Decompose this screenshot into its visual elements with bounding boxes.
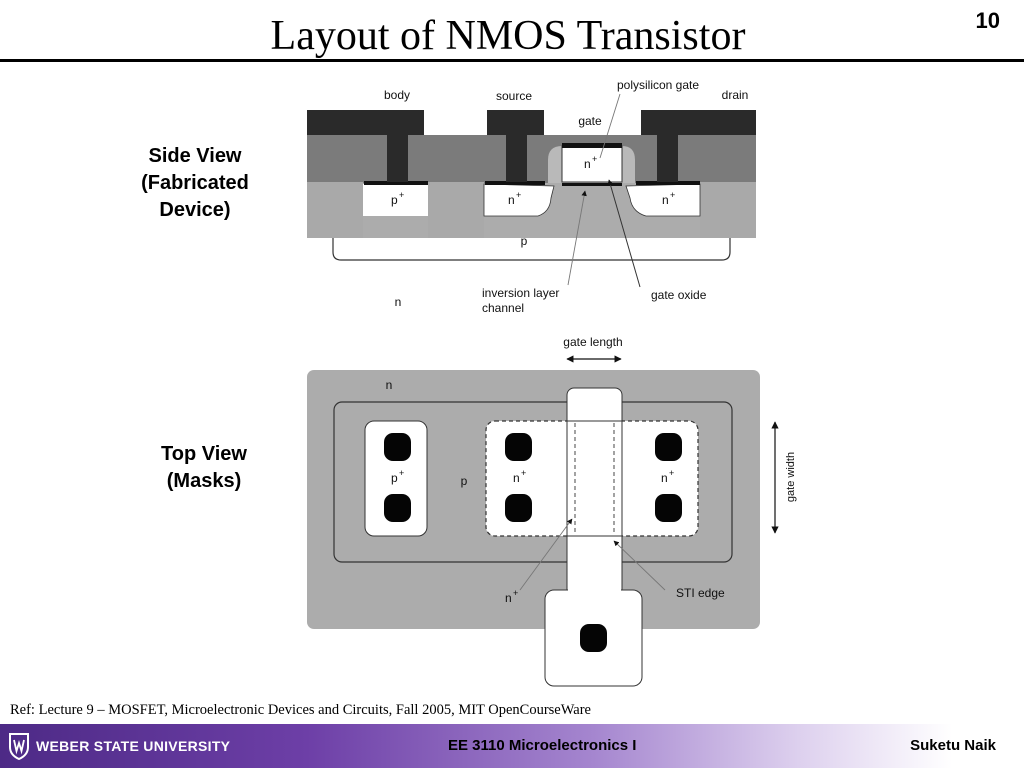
top-substrate-label: n [386,378,393,392]
nmos-diagram: body source polysilicon gate drain gate … [307,78,797,687]
footer-course: EE 3110 Microelectronics I [448,737,637,754]
drain-contact-1 [655,433,682,461]
source-silicide [485,181,545,185]
p-well-outline [332,238,731,261]
source-diffusion [483,183,555,217]
footer-author: Suketu Naik [910,737,996,754]
top-poly-region-superscript: + [513,588,518,598]
side-drain-label: drain [722,88,749,102]
side-source-region-label: n [508,193,515,207]
top-source-region-label: n [513,471,520,485]
body-contact-1 [384,433,411,461]
side-polysilicon-gate-label: polysilicon gate [617,78,699,92]
slide-number: 10 [975,8,1000,33]
top-view-label: Top View (Masks) [129,441,279,495]
top-drain-region-label: n [661,471,668,485]
gate-contact-hole [580,624,607,652]
reference-citation: Ref: Lecture 9 – MOSFET, Microelectronic… [10,702,591,718]
side-view-diagram: body source polysilicon gate drain gate … [307,78,756,315]
top-view-diagram: gate length gate width n p p + n + n + n [307,335,797,687]
poly-leader [519,518,573,591]
source-contact-2 [505,494,532,522]
side-body-region-superscript: + [399,190,404,200]
oxide-layer [307,135,756,183]
footer-bar: WEBER STATE UNIVERSITY EE 3110 Microelec… [0,724,1024,768]
side-gate-label: gate [578,114,602,128]
body-contact-region [363,184,428,216]
body-active-region [364,420,428,537]
university-logo: WEBER STATE UNIVERSITY [8,732,230,760]
gate-width-label: gate width [785,452,797,502]
source-via [506,134,527,182]
side-view-label: Side View (Fabricated Device) [120,143,270,224]
source-metal [487,110,544,135]
title-divider [0,59,1024,62]
sti-block-2 [428,182,484,238]
drain-silicide [636,181,700,185]
top-view-label-line-1: Top View [161,443,247,465]
slide-title: Layout of NMOS Transistor [270,13,746,59]
inversion-layer-leader [567,190,587,286]
sti-edge-leader [613,540,666,591]
drain-via [657,134,678,182]
top-body-region-label: p [391,471,398,485]
top-body-region-superscript: + [399,468,404,478]
body-metal [307,110,424,135]
side-substrate-label: n [395,295,402,309]
inversion-layer-label-line-2: channel [482,301,524,315]
side-gate-region-label: n [584,157,591,171]
drain-diffusion [625,183,701,217]
side-body-label: body [384,88,410,102]
gate-length-label: gate length [563,335,622,349]
sti-block-3 [700,182,756,238]
source-contact-1 [505,433,532,461]
top-well-label: p [461,474,468,488]
gate-oxide-label: gate oxide [651,288,707,302]
gate-contact [562,143,622,148]
side-source-region-superscript: + [516,190,521,200]
side-view-label-line-1: Side View [148,145,242,167]
side-drain-region-label: n [662,193,669,207]
side-view-label-line-3: Device) [159,199,231,221]
polysilicon-gate-leader [599,93,621,159]
side-source-label: source [496,89,532,103]
top-source-region-superscript: + [521,468,526,478]
university-name: WEBER STATE UNIVERSITY [36,738,231,754]
gate-pad-joint-cover [568,584,621,596]
drain-metal [641,110,756,135]
drain-contact-2 [655,494,682,522]
top-view-label-line-2: (Masks) [166,470,242,492]
sti-block-1 [307,182,363,238]
body-silicide [364,181,428,185]
top-drain-region-superscript: + [669,468,674,478]
wsu-shield-icon [9,733,29,760]
side-gate-region-superscript: + [592,154,597,164]
side-body-region-label: p [391,193,398,207]
top-poly-region-label: n [505,591,512,605]
polysilicon-gate [561,145,623,183]
sti-edge-label: STI edge [676,586,725,600]
body-contact-2 [384,494,411,522]
side-view-label-line-2: (Fabricated [141,172,249,194]
gate-oxide-film [562,182,622,186]
inversion-layer-label-line-1: inversion layer [482,286,559,300]
side-well-label: p [521,234,528,248]
body-via [387,134,408,182]
gate-oxide-leader [607,179,641,288]
side-drain-region-superscript: + [670,190,675,200]
